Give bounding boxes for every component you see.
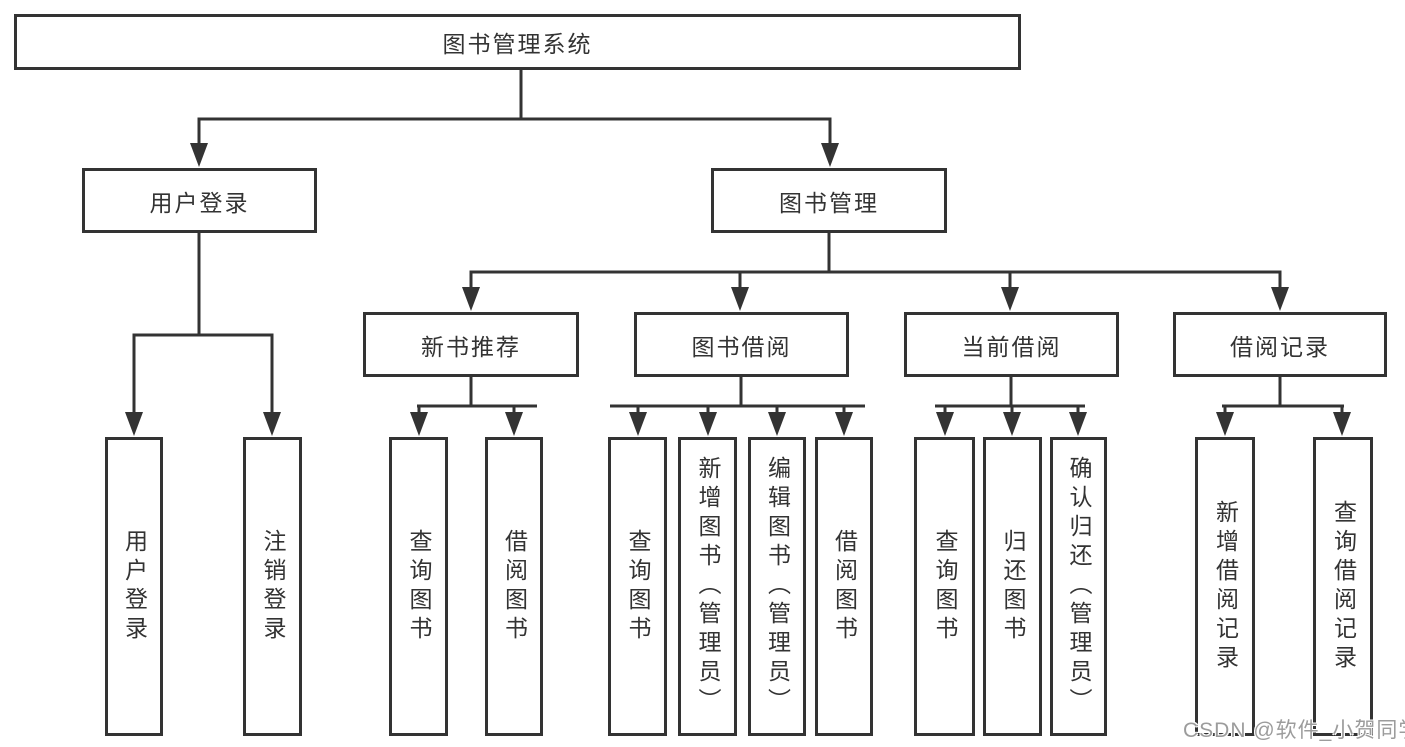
node-leaf-query-borrow-record: 查询借阅记录	[1313, 437, 1373, 736]
node-book-borrow: 图书借阅	[634, 312, 849, 377]
connector-borrow-record-to-leaves	[1216, 376, 1351, 436]
node-leaf-return-book: 归还图书	[983, 437, 1042, 736]
connector-root-to-level2	[190, 69, 839, 167]
connector-user-login-to-leaves	[125, 232, 281, 436]
node-leaf-logout: 注销登录	[243, 437, 302, 736]
csdn-watermark: CSDN @软件_小贺同学	[1183, 719, 1405, 742]
connector-book-management-to-level3	[462, 232, 1289, 311]
node-leaf-query-book-2: 查询图书	[608, 437, 667, 736]
node-label: 新增借阅记录	[1212, 499, 1239, 674]
connector-current-borrow-to-leaves	[935, 376, 1087, 436]
node-label: 新增图书（管理员）	[695, 456, 721, 717]
node-leaf-query-book-1: 查询图书	[389, 437, 448, 736]
node-leaf-add-borrow-record: 新增借阅记录	[1195, 437, 1255, 736]
node-label: 借阅图书	[501, 528, 528, 645]
node-label: 查询图书	[406, 528, 432, 645]
node-label: 当前借阅	[961, 333, 1062, 360]
node-borrow-record: 借阅记录	[1173, 312, 1387, 377]
node-label: 图书管理系统	[442, 31, 593, 57]
node-leaf-borrow-book-1: 借阅图书	[485, 437, 543, 736]
connector-new-book-to-leaves	[410, 376, 537, 436]
node-leaf-edit-book-admin: 编辑图书（管理员）	[748, 437, 806, 736]
node-label: 查询借阅记录	[1330, 499, 1357, 674]
node-leaf-borrow-book-2: 借阅图书	[815, 437, 873, 736]
node-leaf-user-login: 用户登录	[105, 437, 163, 736]
node-label: 图书借阅	[691, 333, 792, 360]
node-leaf-confirm-return-admin: 确认归还（管理员）	[1050, 437, 1107, 736]
node-leaf-add-book-admin: 新增图书（管理员）	[678, 437, 737, 736]
node-label: 查询图书	[625, 528, 651, 645]
node-label: 图书管理	[779, 189, 879, 216]
node-label: 归还图书	[1000, 528, 1026, 645]
node-root-library-system: 图书管理系统	[14, 14, 1021, 70]
node-label: 新书推荐	[421, 333, 521, 360]
node-book-management: 图书管理	[711, 168, 947, 233]
node-leaf-query-book-3: 查询图书	[914, 437, 975, 736]
node-current-borrow: 当前借阅	[904, 312, 1119, 377]
node-label: 确认归还（管理员）	[1066, 456, 1092, 717]
node-new-book-recommend: 新书推荐	[363, 312, 579, 377]
connector-book-borrow-to-leaves	[610, 376, 865, 436]
node-label: 借阅记录	[1230, 333, 1330, 360]
node-label: 用户登录	[149, 189, 250, 216]
node-label: 注销登录	[260, 528, 286, 645]
node-label: 用户登录	[121, 528, 148, 645]
node-user-login: 用户登录	[82, 168, 317, 233]
node-label: 编辑图书（管理员）	[764, 456, 791, 717]
node-label: 查询图书	[932, 528, 958, 645]
node-label: 借阅图书	[831, 528, 858, 645]
